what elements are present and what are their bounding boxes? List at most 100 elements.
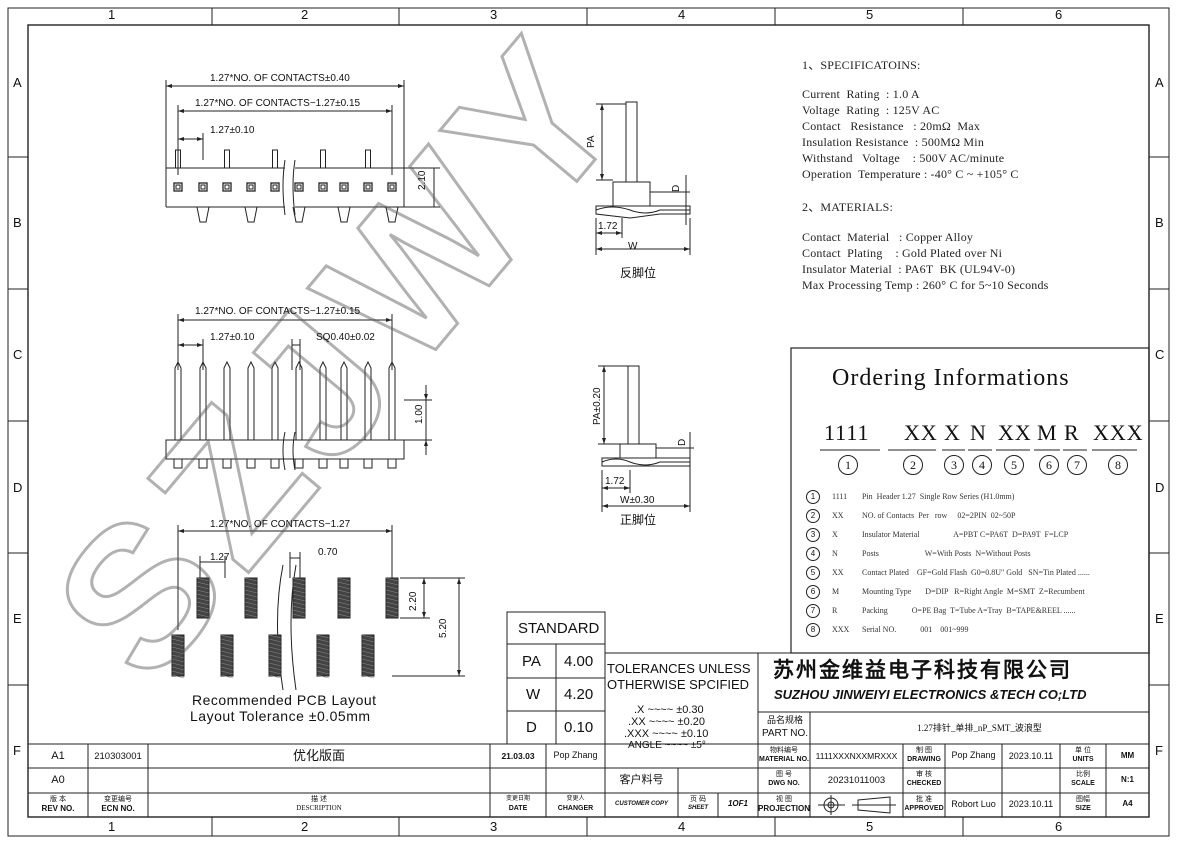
sheet-label-cn: 页 码 — [690, 796, 706, 803]
front-pin — [246, 360, 256, 469]
col-label-5-bottom: 5 — [866, 819, 874, 834]
col-label-1: 1 — [108, 7, 116, 22]
pcb-pad — [220, 634, 234, 679]
material-value: 1111XXXNXXMRXXX — [815, 751, 898, 761]
tolerance-line-3: .XXX ~~~~ ±0.10 — [624, 728, 709, 740]
standard-label-pa: PA — [522, 653, 541, 670]
col-label-6: 6 — [1055, 7, 1063, 22]
ordering-circle-num: 2 — [903, 455, 923, 475]
customer-copy: CUSTOMER COPY — [615, 801, 668, 807]
customer-label-cn: 客户料号 — [619, 774, 664, 786]
spec-line-4: Insulation Resistance : 500MΩ Min — [802, 135, 985, 149]
mat-line-2: Contact Plating : Gold Plated over Ni — [802, 246, 1003, 260]
approved-name: Robort Luo — [951, 799, 996, 809]
material-label-cn: 物料编号 — [770, 747, 798, 754]
rev-a0: A0 — [51, 774, 65, 786]
hdr-changer: CHANGER — [557, 805, 594, 812]
front-view-pins — [173, 360, 397, 469]
pcb-pad — [171, 634, 185, 679]
ordering-row-code: R — [832, 606, 838, 615]
row-label-a: A — [13, 75, 22, 90]
units-value: MM — [1120, 751, 1135, 760]
standard-label-d: D — [526, 719, 537, 736]
row-label-f: F — [13, 743, 21, 758]
sheet-label: SHEET — [687, 805, 708, 811]
ordering-row-code: XX — [832, 511, 844, 520]
ordering-row-num: 2 — [806, 509, 820, 523]
top-pin — [337, 182, 351, 223]
top-pin — [270, 149, 280, 192]
dim-pcb-total: 1.27*NO. OF CONTACTS−1.27 — [210, 519, 351, 530]
ordering-code-part: XX — [904, 420, 938, 445]
spec-title-2: 2、MATERIALS: — [802, 200, 894, 214]
top-pin — [292, 182, 306, 223]
ordering-code-part: 1111 — [824, 420, 870, 445]
ordering-row-desc: Mounting Type D=DIP R=Right Angle M=SMT … — [862, 587, 1085, 596]
date-a1: 21.03.03 — [501, 751, 535, 761]
ordering-row-desc: Packing O=PE Bag T=Tube A=Tray B=TAPE&RE… — [862, 606, 1076, 615]
dim-mid-pitch-total: 1.27*NO. OF CONTACTS−1.27±0.15 — [195, 306, 361, 317]
ordering-row-code: X — [832, 530, 838, 539]
ordering-row-num: 6 — [806, 585, 820, 599]
ordering-code-part: R — [1064, 420, 1080, 445]
side1-d: D — [671, 184, 682, 192]
col-label-3: 3 — [490, 7, 498, 22]
ordering-row-desc: Pin Header 1.27 Single Row Series (H1.0m… — [862, 492, 1015, 501]
spec-line-2: Voltage Rating : 125V AC — [802, 103, 940, 117]
dim-pcb-pitch: 1.27 — [210, 552, 230, 563]
top-pin — [196, 182, 210, 223]
top-pin — [244, 182, 258, 223]
mat-line-4: Max Processing Temp : 260° C for 5~10 Se… — [802, 278, 1049, 292]
top-pin — [318, 149, 328, 192]
checked-label: CHECKED — [906, 780, 942, 787]
ordering-row-num: 8 — [806, 623, 820, 637]
front-pin — [173, 360, 183, 469]
sheet-value: 1OF1 — [727, 799, 748, 808]
row-label-d: D — [13, 480, 23, 495]
ordering-circle-num: 6 — [1039, 455, 1059, 475]
drawing-name: Pop Zhang — [951, 750, 996, 760]
hdr-changer-cn: 变更人 — [566, 796, 585, 802]
row-label-e: E — [13, 611, 22, 626]
row-label-b-right: B — [1155, 215, 1164, 230]
pcb-pad — [268, 634, 282, 679]
ordering-code-part: XXX — [1093, 420, 1144, 445]
side1-pa: PA — [586, 135, 597, 148]
ordering-row-code: XXX — [832, 625, 850, 634]
side2-pa: PA±0.20 — [592, 387, 603, 425]
spec-line-1: Current Rating : 1.0 A — [802, 87, 920, 101]
dim-pcb-span: 5.20 — [438, 618, 449, 638]
dwg-label: DWG NO. — [768, 780, 800, 787]
top-view-pins — [173, 149, 399, 223]
ordering-circle-num: 7 — [1067, 455, 1087, 475]
ordering-row-num: 4 — [806, 547, 820, 561]
pcb-pad — [196, 577, 210, 619]
ordering-row-code: M — [832, 587, 840, 596]
pcb-pad — [361, 634, 375, 679]
tolerances-title-2: OTHERWISE SPCIFIED — [607, 677, 750, 692]
front-pin — [339, 360, 349, 469]
col-label-3-bottom: 3 — [490, 819, 498, 834]
approved-date: 2023.10.11 — [1008, 799, 1054, 809]
company-name-en: SUZHOU JINWEIYI ELECTRONICS &TECH CO;LTD — [774, 687, 1087, 702]
drawing-label: DRAWING — [907, 756, 941, 763]
col-label-6-bottom: 6 — [1055, 819, 1063, 834]
side1-w: W — [628, 241, 638, 252]
dwg-label-cn: 图 号 — [776, 771, 792, 778]
col-label-2-bottom: 2 — [301, 819, 309, 834]
dwg-value: 20231011003 — [827, 775, 886, 786]
rev-a1: A1 — [51, 750, 65, 762]
dim-mid-square: SQ0.40±0.02 — [316, 332, 375, 343]
ordering-row-num: 1 — [806, 490, 820, 504]
ordering-title: Ordering Informations — [832, 365, 1070, 391]
standard-value-w: 4.20 — [564, 686, 594, 703]
row-label-c: C — [13, 347, 23, 362]
part-no-label-cn: 品名规格 — [766, 715, 803, 725]
ordering-circle-num: 8 — [1108, 455, 1128, 475]
ordering-code-part: X — [944, 420, 961, 445]
hdr-rev: REV NO. — [41, 804, 75, 813]
spec-line-6: Operation Temperature : -40° C ~ +105° C — [802, 167, 1019, 181]
col-label-4-bottom: 4 — [678, 819, 686, 834]
front-pin — [387, 360, 397, 469]
